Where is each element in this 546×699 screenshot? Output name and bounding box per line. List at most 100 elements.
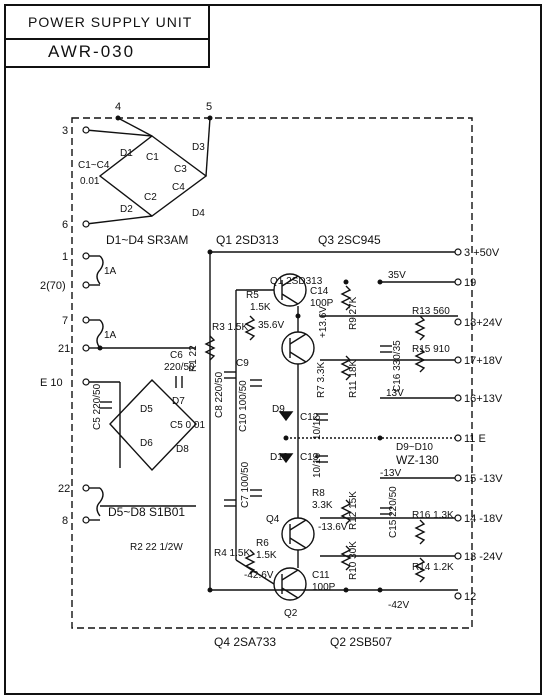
label-q2-type: Q2 2SB507 (330, 635, 392, 649)
label-c12: C12 (300, 412, 319, 423)
label-r15: R15 910 (412, 344, 450, 355)
label-r5: R5 (246, 290, 259, 301)
fuse-3 (96, 487, 104, 517)
label-c12-val: 10/16 (312, 415, 323, 440)
label-r12: R12 15K (348, 491, 359, 530)
label-wz: WZ-130 (396, 453, 439, 467)
label-c13: C13 (300, 452, 319, 463)
resistor-r4 (244, 549, 256, 575)
label-vm13: -13V (380, 468, 401, 479)
label-r6: R6 (256, 538, 269, 549)
label-d3: D3 (192, 142, 205, 153)
label-c3: C3 (174, 164, 187, 175)
label-c1c4: C1~C4 (78, 160, 110, 171)
label-c8: C8 220/50 (214, 371, 225, 418)
label-q2: Q2 (284, 608, 298, 619)
label-r8: R8 (312, 488, 325, 499)
label-c1: C1 (146, 152, 159, 163)
model-number: AWR-030 (48, 42, 136, 61)
terminal-7: 7 (62, 315, 68, 327)
resistor-r12 (340, 499, 352, 525)
label-c6: C6 (170, 350, 183, 361)
label-d1d4: D1~D4 SR3AM (106, 233, 188, 247)
title-block: POWER SUPPLY UNIT AWR-030 (4, 4, 210, 68)
label-c6-val: 220/50 (164, 362, 195, 373)
zener-d10 (278, 453, 294, 464)
label-d6: D6 (140, 438, 153, 449)
label-r8-val: 3.3K (312, 500, 333, 511)
terminal-4: 4 (115, 101, 121, 113)
label-r16: R16 1.3K (412, 510, 454, 521)
terminal-12: 12 (464, 591, 476, 603)
label-d9: D9 (272, 404, 285, 415)
label-d5d8: D5~D8 S1B01 (108, 505, 185, 519)
label-d9d10: D9~D10 (396, 442, 433, 453)
label-v13: 13V (386, 388, 404, 399)
unit-boundary (71, 117, 473, 629)
terminal-3-left: 3 (62, 125, 68, 137)
resistor-r14 (414, 557, 426, 583)
label-v136: +13.6V (318, 306, 329, 338)
terminal-22: 22 (58, 483, 70, 495)
label-r4: R4 1.5K (214, 548, 250, 559)
label-c15: C15 220/50 (388, 486, 399, 538)
fuse-2 (96, 319, 104, 349)
label-d10: D10 (270, 452, 289, 463)
resistor-r10 (340, 545, 352, 571)
label-c11: C11 (312, 570, 330, 581)
terminal-e10: E 10 (40, 377, 63, 389)
label-c7: C7 100/50 (240, 461, 251, 508)
resistor-r15 (414, 347, 426, 373)
label-q4: Q4 (266, 514, 280, 525)
label-r11: R11 18K (348, 359, 359, 398)
transistor-q4 (281, 517, 315, 551)
terminal-11: 11 E (464, 433, 486, 445)
terminal-17: 17+18V (464, 355, 503, 367)
label-r14: R14 1.2K (412, 562, 454, 573)
terminal-19: 19 (464, 277, 476, 289)
label-r10: R10 30K (348, 541, 359, 580)
label-c9: C9 (236, 358, 249, 369)
terminal-1: 1 (62, 251, 68, 263)
terminal-8: 8 (62, 515, 68, 527)
label-r1: R1 22 (188, 345, 199, 372)
terminal-21: 21 (58, 343, 70, 355)
label-r3: R3 1.5K (212, 322, 248, 333)
bridge-1 (98, 135, 208, 217)
resistor-r11 (340, 355, 352, 381)
label-c1c4-val: 0.01 (80, 176, 100, 187)
resistor-r3 (244, 315, 256, 341)
label-d7: D7 (172, 396, 185, 407)
label-v426: -42.6V (244, 570, 274, 581)
label-c5: C5 220/50 (92, 383, 103, 430)
transistor-q2 (273, 567, 307, 601)
label-v356: 35.6V (258, 320, 284, 331)
label-v35: 35V (388, 270, 406, 281)
label-q3-type: Q3 2SC945 (318, 233, 381, 247)
label-vm42: -42V (388, 600, 409, 611)
label-c13-val: 10/16 (312, 453, 323, 478)
label-c10: C10 100/50 (238, 380, 249, 432)
terminal-16: 16+13V (464, 393, 503, 405)
label-c2: C2 (144, 192, 157, 203)
label-r2: R2 22 1/2W (130, 542, 183, 553)
label-c4: C4 (172, 182, 185, 193)
terminal-14: 14 -18V (464, 513, 503, 525)
terminal-6: 6 (62, 219, 68, 231)
fuse-1 (96, 255, 104, 285)
terminal-18: 18+24V (464, 317, 503, 329)
unit-title: POWER SUPPLY UNIT (6, 6, 208, 40)
label-c14: C14 (310, 286, 329, 297)
label-r9: R9 27K (348, 296, 359, 330)
label-d5: D5 (140, 404, 153, 415)
label-c14-val: 100P (310, 298, 334, 309)
terminal-15: 15 -13V (464, 473, 503, 485)
terminal-3-out: 3 +50V (464, 247, 500, 259)
label-fuse-1: 1A (104, 266, 117, 277)
terminal-13: 13 -24V (464, 551, 503, 563)
resistor-r16 (414, 519, 426, 545)
label-fuse-2: 1A (104, 330, 117, 341)
terminal-5: 5 (206, 101, 212, 113)
label-d2: D2 (120, 204, 133, 215)
